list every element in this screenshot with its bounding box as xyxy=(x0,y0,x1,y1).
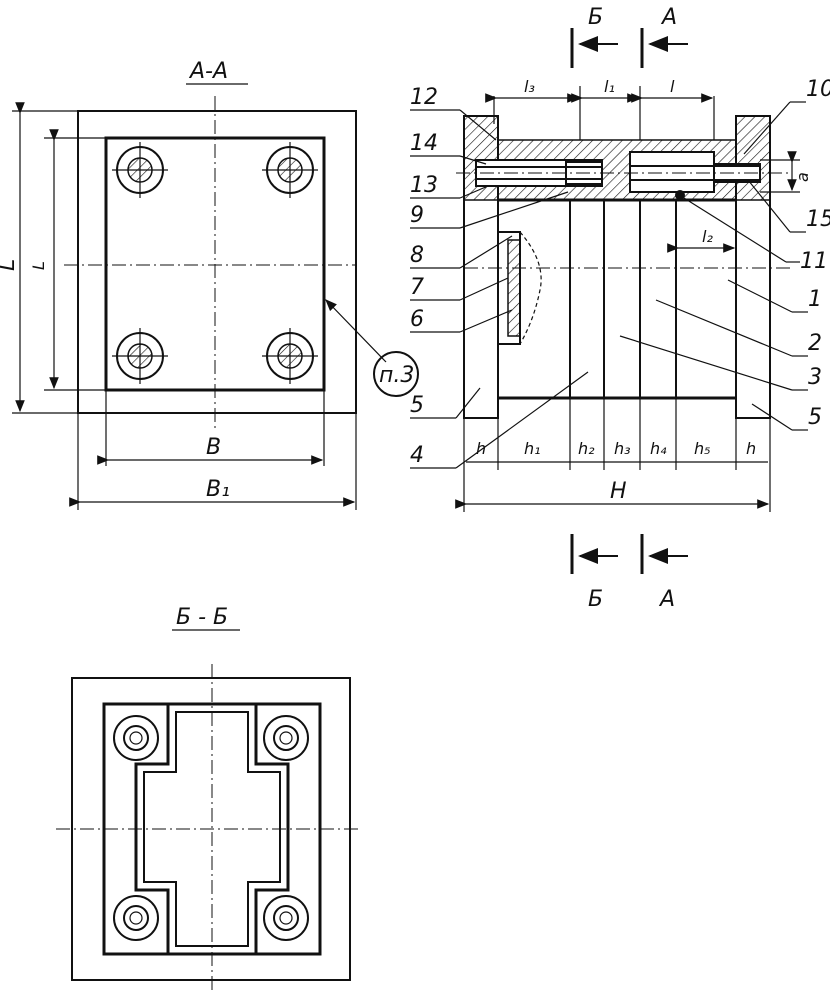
aa-bolt-bottom-right xyxy=(262,328,318,384)
section-aa-view: А-А xyxy=(0,59,419,510)
callout-10: 10 xyxy=(806,77,830,102)
dim-a-label: a xyxy=(793,172,812,182)
callout-11: 11 xyxy=(800,249,828,274)
bb-bolt-top-right xyxy=(263,715,309,761)
aa-dim-b1-label: B₁ xyxy=(206,477,230,502)
callout-14: 14 xyxy=(410,131,438,156)
bb-bolt-top-left xyxy=(113,715,159,761)
aa-dim-b-label: B xyxy=(206,435,221,460)
bb-bolt-bottom-left xyxy=(113,895,159,941)
cut-label-bottom-left: Б xyxy=(588,587,603,612)
callout-1: 1 xyxy=(808,287,822,312)
ball-detent xyxy=(675,190,685,200)
dim-h3-label: h₃ xyxy=(614,439,631,458)
dim-l-label: l xyxy=(670,77,675,96)
callout-5-left: 5 xyxy=(410,393,424,418)
section-bb-view: Б - Б xyxy=(56,605,358,990)
dim-l2-label: l₂ xyxy=(702,227,713,246)
bb-bolt-bottom-right xyxy=(263,895,309,941)
callouts-right: 10 15 11 1 2 3 5 xyxy=(619,77,830,431)
bb-cross-window-inner xyxy=(143,711,281,947)
dim-h5-label: h₅ xyxy=(694,439,711,458)
callout-13: 13 xyxy=(410,173,438,198)
cut-label-top-right: А xyxy=(660,5,677,30)
callout-7: 7 xyxy=(410,275,424,300)
aa-outer-plate xyxy=(77,110,357,414)
dim-h-right-label: h xyxy=(746,439,756,458)
breakout-line xyxy=(519,231,542,345)
bolt-channel-right xyxy=(629,151,715,193)
section-aa-title: А-А xyxy=(188,59,228,84)
callout-2: 2 xyxy=(808,331,822,356)
callout-15: 15 xyxy=(806,207,830,232)
aa-dim-l-outer-label: L xyxy=(0,259,20,271)
dim-h1-label: h₁ xyxy=(524,439,541,458)
aa-bolt-top-right xyxy=(262,142,318,198)
bb-cross-window xyxy=(134,702,290,956)
dim-l1-label: l₁ xyxy=(604,77,615,96)
dim-h2-label: h₂ xyxy=(578,439,595,458)
dim-l3-label: l₃ xyxy=(524,77,535,96)
aa-note-leader xyxy=(325,299,387,363)
callout-12: 12 xyxy=(410,85,438,110)
callout-9: 9 xyxy=(410,203,424,228)
aa-dim-l-inner-label: L xyxy=(29,261,48,270)
section-bb-title: Б - Б xyxy=(176,605,228,630)
callouts-left: 12 14 13 9 8 7 6 5 4 xyxy=(410,85,589,469)
aa-bolt-bottom-left xyxy=(112,328,168,384)
callout-8: 8 xyxy=(410,243,424,268)
callout-5-right: 5 xyxy=(808,405,822,430)
cut-label-top-left: Б xyxy=(588,5,603,30)
cut-label-bottom-right: А xyxy=(658,587,675,612)
aa-note-circle xyxy=(373,351,419,397)
callout-6: 6 xyxy=(410,307,424,332)
dim-H-label: H xyxy=(610,479,627,504)
dim-h-left-label: h xyxy=(476,439,486,458)
callout-3: 3 xyxy=(808,365,822,390)
callout-4: 4 xyxy=(410,443,424,468)
aa-bolt-top-left xyxy=(112,142,168,198)
dim-h4-label: h₄ xyxy=(650,439,667,458)
front-section-view: Б А Б А l₃ l₁ l xyxy=(410,5,830,612)
aa-note-label: п.3 xyxy=(379,363,414,388)
